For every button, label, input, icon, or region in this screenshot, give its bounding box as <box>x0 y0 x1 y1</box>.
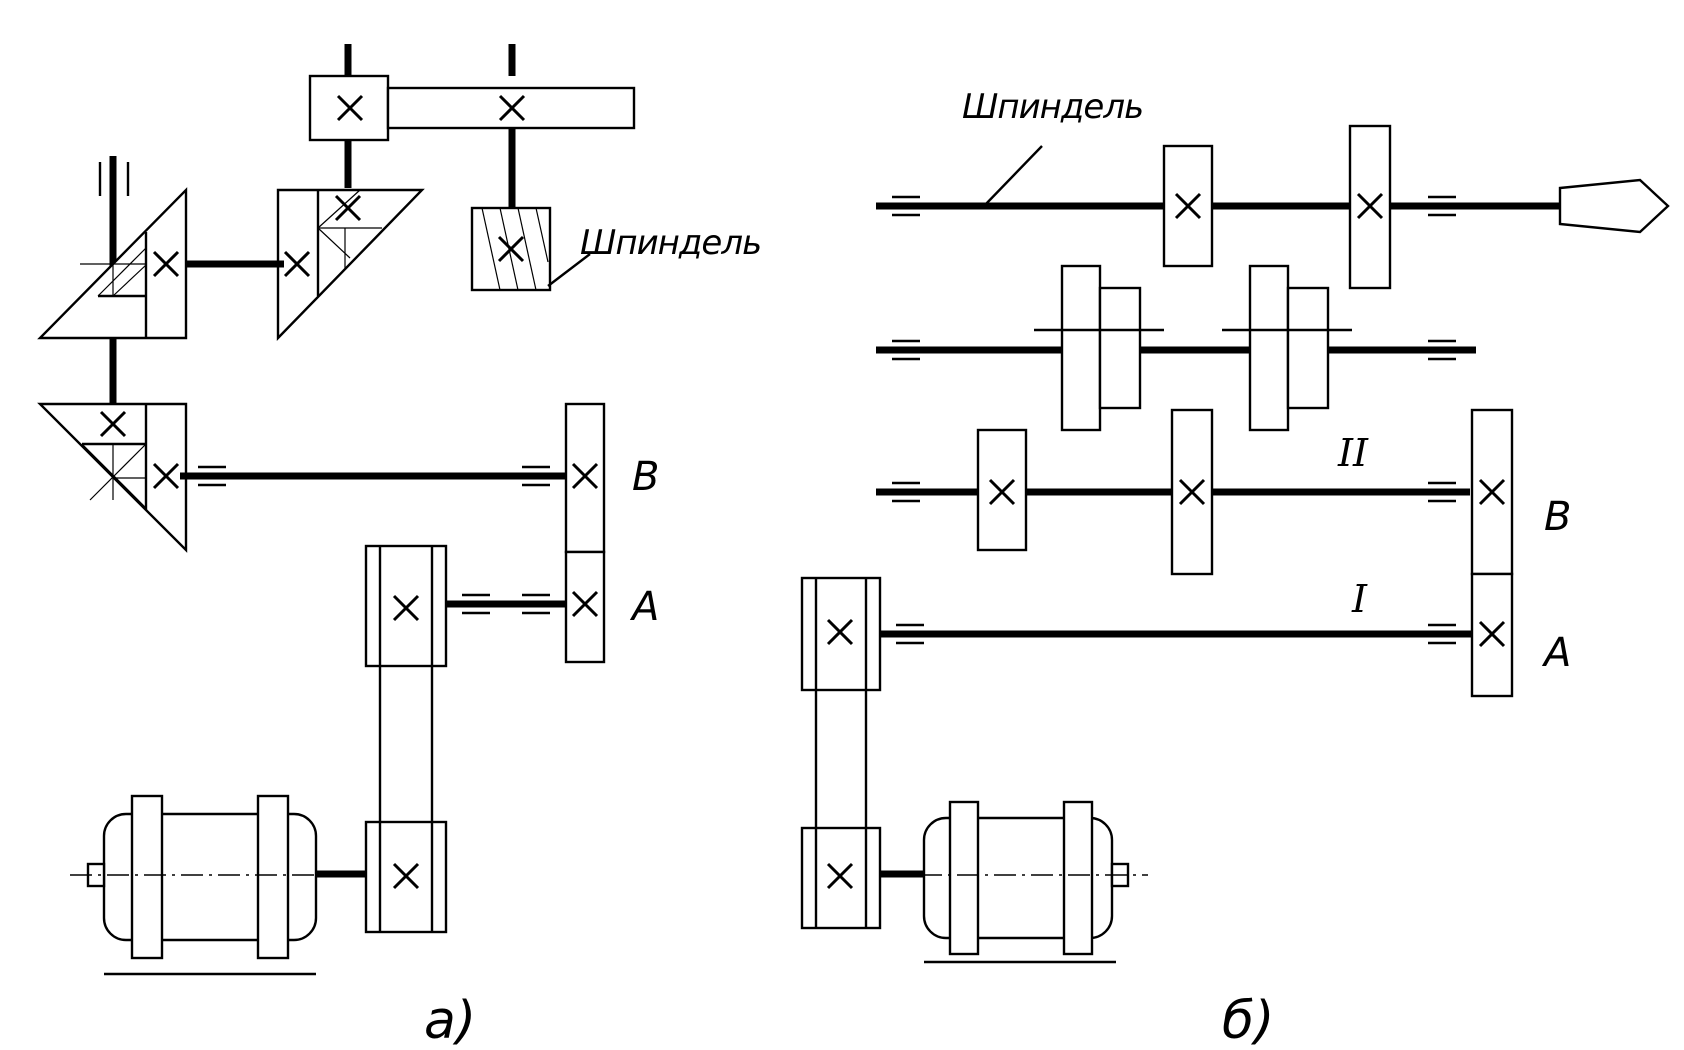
spindle-shaft: Шпиндель <box>876 87 1670 290</box>
spindle-label: Шпиндель <box>580 223 761 263</box>
electric-motor-a <box>70 794 366 976</box>
sliding-gear-shaft <box>876 264 1476 432</box>
shaft-2: II <box>876 408 1470 576</box>
gear-b-label: B <box>632 454 659 500</box>
spindle-label-b: Шпиндель <box>962 87 1143 127</box>
belt-drive-b <box>800 576 882 930</box>
lower-bevel-gear <box>37 402 188 553</box>
scheme-a: Шпиндель <box>37 44 762 1050</box>
caption-b: б) <box>1222 991 1274 1050</box>
upper-left-bevel-gear <box>37 156 188 404</box>
shaft-to-gear-a <box>446 593 566 615</box>
gear-a: A <box>564 550 659 664</box>
gear-b-right: B <box>1470 408 1571 576</box>
shaft-to-gear-b <box>180 465 566 487</box>
scheme-b: Шпиндель II <box>800 87 1670 1050</box>
gear-b-label-b: B <box>1544 494 1571 540</box>
electric-motor-b <box>880 800 1148 964</box>
shaft-1-label: I <box>1351 577 1368 621</box>
upper-right-bevel-gear <box>276 188 425 341</box>
gear-a-right: A <box>1470 572 1571 698</box>
top-gear-pair <box>308 44 636 208</box>
belt-drive-a <box>364 544 448 934</box>
shaft-1: I <box>880 577 1472 645</box>
caption-a: а) <box>424 991 476 1050</box>
shaft-2-label: II <box>1337 431 1369 475</box>
spindle-worm-gear: Шпиндель <box>470 206 762 292</box>
gear-b: B <box>564 402 659 554</box>
gear-a-label-b: A <box>1541 630 1571 676</box>
gear-a-label: A <box>629 584 659 630</box>
